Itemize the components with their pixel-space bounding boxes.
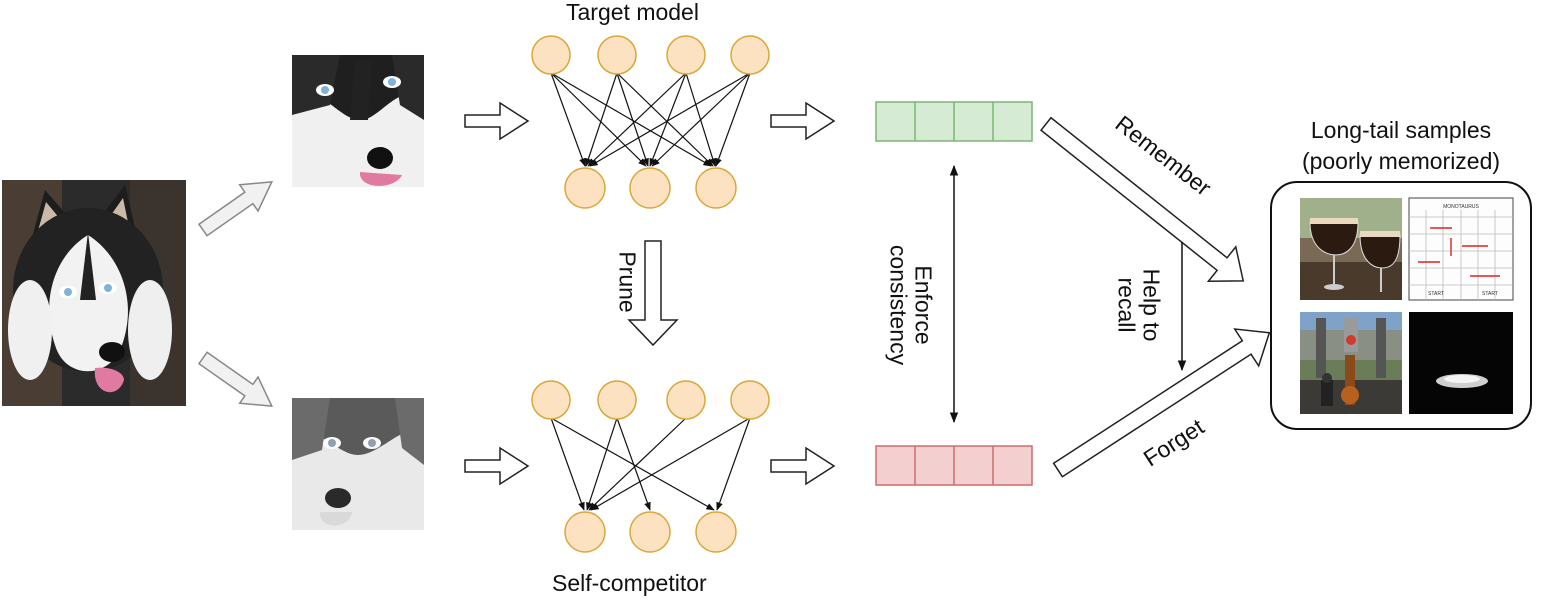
help-line-2: recall — [1113, 277, 1139, 333]
input-husky-image — [2, 180, 186, 406]
prune-arrow — [627, 240, 679, 347]
self-competitor-label: Self-competitor — [552, 570, 707, 596]
arrow-competitor-to-output — [770, 446, 836, 486]
competitor-output-vector — [875, 445, 1033, 486]
competitor-output-node — [564, 511, 606, 553]
sample-game-image — [1300, 312, 1402, 414]
target-output-node — [629, 167, 671, 209]
forget-arrow — [1052, 328, 1271, 478]
help-recall-label: Help to recall — [1113, 269, 1164, 342]
augment-arrow-down — [197, 351, 274, 408]
target-input-node — [730, 35, 770, 75]
enforce-consistency-label: Enforce consistency — [885, 245, 936, 365]
sample-beer-image — [1300, 198, 1402, 300]
augmented-gray-image — [292, 398, 424, 530]
arrow-image-to-target — [464, 101, 530, 141]
enforce-line-2: consistency — [885, 244, 911, 366]
target-input-node — [666, 35, 706, 75]
arrow-image-to-competitor — [464, 446, 530, 486]
target-input-node — [597, 35, 637, 75]
competitor-input-node — [597, 380, 637, 420]
longtail-title: Long-tail samples (poorly memorized) — [1272, 115, 1530, 177]
competitor-input-node — [531, 380, 571, 420]
remember-arrow — [1039, 116, 1245, 283]
augmented-color-image — [292, 55, 424, 187]
prune-label: Prune — [614, 251, 641, 313]
competitor-network — [531, 380, 770, 553]
longtail-line-1: Long-tail samples — [1310, 117, 1492, 143]
target-output-vector — [875, 101, 1033, 142]
target-model-label: Target model — [566, 0, 699, 25]
target-input-node — [531, 35, 571, 75]
competitor-input-node — [730, 380, 770, 420]
help-line-1: Help to — [1138, 268, 1165, 342]
competitor-output-node — [629, 511, 671, 553]
longtail-line-2: (poorly memorized) — [1301, 148, 1501, 174]
target-output-node — [564, 167, 606, 209]
maze-start-text-left: START — [1428, 291, 1444, 297]
augment-arrow-up — [197, 180, 274, 237]
enforce-line-1: Enforce — [910, 265, 937, 345]
sample-maze-image: MONOTAURUS START START — [1408, 197, 1514, 301]
target-network — [531, 35, 770, 209]
competitor-output-node — [695, 511, 737, 553]
target-output-node — [695, 167, 737, 209]
sample-spotlight-image — [1409, 312, 1513, 414]
maze-title-text: MONOTAURUS — [1443, 204, 1479, 210]
maze-start-text-right: START — [1482, 291, 1498, 297]
arrow-target-to-output — [770, 101, 836, 141]
competitor-input-node — [666, 380, 706, 420]
